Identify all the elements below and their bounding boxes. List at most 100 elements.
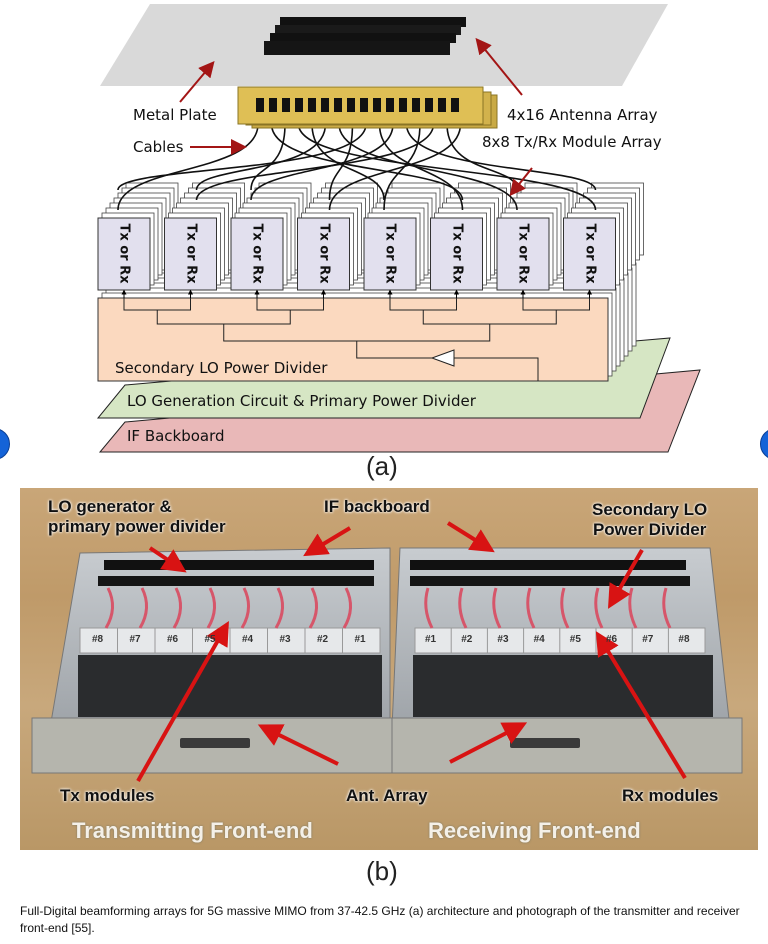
module-label: Tx or Rx <box>582 223 597 284</box>
lo-cable-tx <box>138 587 148 629</box>
antenna-element <box>373 98 381 112</box>
lo-cable-rx <box>424 587 434 629</box>
lo-cable-rx <box>662 587 672 629</box>
module-tag: #2 <box>461 634 473 645</box>
secondary-lo-board <box>97 297 609 382</box>
photo-label-rx-modules: Rx modules <box>622 786 719 805</box>
lo-cable-rx <box>458 587 468 629</box>
photo-label-lo-generator: LO generator & primary power divider <box>48 497 226 536</box>
cable <box>297 123 597 211</box>
label-antenna-array: 4x16 Antenna Array <box>507 106 658 124</box>
secondary-lo-arrow <box>608 549 644 609</box>
lo-cable-tx <box>104 587 114 629</box>
module-tag: #7 <box>642 634 654 645</box>
antenna-element <box>295 98 303 112</box>
lo-cables <box>104 587 672 629</box>
module-tag: #6 <box>606 634 618 645</box>
tx-modules-arrow <box>136 621 229 782</box>
antenna-element <box>438 98 446 112</box>
module-label: Tx or Rx <box>515 223 531 284</box>
cable <box>195 123 435 201</box>
panel-b-tag: (b) <box>366 856 398 886</box>
label-cables: Cables <box>133 138 184 156</box>
label-metal-plate: Metal Plate <box>133 106 217 124</box>
cable <box>405 123 597 191</box>
lo-cable-tx <box>240 587 250 629</box>
cables-bundle <box>117 123 597 211</box>
antenna-element <box>451 98 459 112</box>
tx-rx-module <box>563 217 616 291</box>
photo-label-tx-modules: Tx modules <box>60 786 155 805</box>
label-lo-generation: LO Generation Circuit & Primary Power Di… <box>127 392 476 410</box>
module-label: Tx or Rx <box>183 223 198 284</box>
lo-cable-rx <box>594 587 604 629</box>
module-tag: #8 <box>678 634 690 645</box>
antenna-element <box>347 98 355 112</box>
antenna-element <box>308 98 316 112</box>
module-row <box>97 217 616 298</box>
module-array-arrow <box>509 167 533 197</box>
antenna-element <box>399 98 407 112</box>
tx-rx-module <box>97 217 151 291</box>
label-if-backboard: IF Backboard <box>127 427 225 445</box>
if-backboard-arrow-tx <box>303 526 352 557</box>
antenna-element <box>269 98 277 112</box>
antenna-strips <box>264 17 466 55</box>
lo-cable-tx <box>342 587 352 629</box>
lo-cable-rx <box>560 587 570 629</box>
module-label: Tx or Rx <box>249 223 265 284</box>
lo-cable-tx <box>274 587 284 629</box>
lo-cable-tx <box>308 587 318 629</box>
module-tag: #1 <box>425 634 437 645</box>
antenna-element <box>360 98 368 112</box>
cable <box>195 123 327 191</box>
cable <box>328 123 354 201</box>
lo-generator-arrow <box>148 546 187 573</box>
label-module-array: 8x8 Tx/Rx Module Array <box>482 133 662 151</box>
tx-rx-module <box>164 217 217 291</box>
module-tag: #2 <box>317 634 329 645</box>
module-label: Tx or Rx <box>116 223 132 284</box>
module-tag: #5 <box>204 634 216 645</box>
architecture-diagram <box>96 4 701 453</box>
cable <box>250 123 394 201</box>
module-tag: #3 <box>279 634 291 645</box>
rx-modules-arrow <box>595 631 687 780</box>
module-tag: #3 <box>497 634 509 645</box>
if-backboard-arrow-rx <box>446 521 495 553</box>
divider-branch <box>454 357 539 381</box>
ant-array-arrow-rx <box>449 722 528 764</box>
panel-a-tag: (a) <box>366 451 398 481</box>
cable <box>311 123 385 201</box>
lo-cable-tx <box>172 587 182 629</box>
photo-label-ant-array: Ant. Array <box>346 786 428 805</box>
tx-rx-module <box>496 217 550 291</box>
tx-rx-module <box>363 217 417 291</box>
antenna-element <box>321 98 329 112</box>
module-tag: #4 <box>533 634 545 645</box>
lo-cable-rx <box>526 587 536 629</box>
module-tag: #1 <box>354 634 366 645</box>
module-label: Tx or Rx <box>449 223 464 284</box>
divider-branch <box>356 341 432 359</box>
cable <box>328 123 462 211</box>
module-label: Tx or Rx <box>382 223 398 284</box>
front-end-photograph: LO generator & primary power divider IF … <box>20 488 758 850</box>
cable <box>338 123 518 211</box>
ant-array-arrow-tx <box>257 724 339 766</box>
module-label: Tx or Rx <box>316 223 331 284</box>
metal-plate-arrow <box>179 60 215 103</box>
cable <box>117 123 367 191</box>
cable <box>383 123 421 211</box>
tx-chassis <box>31 547 395 774</box>
divider-tree <box>123 298 590 381</box>
cable <box>117 123 259 211</box>
figure-caption: Full-Digital beamforming arrays for 5G m… <box>20 904 740 935</box>
photo-label-if-backboard: IF backboard <box>324 497 430 516</box>
antenna-element <box>425 98 433 112</box>
photo-label-receiving: Receiving Front-end <box>428 818 641 843</box>
rx-chassis <box>391 547 743 774</box>
cable <box>250 123 286 191</box>
antenna-element <box>412 98 420 112</box>
amplifier-icon <box>430 349 455 367</box>
